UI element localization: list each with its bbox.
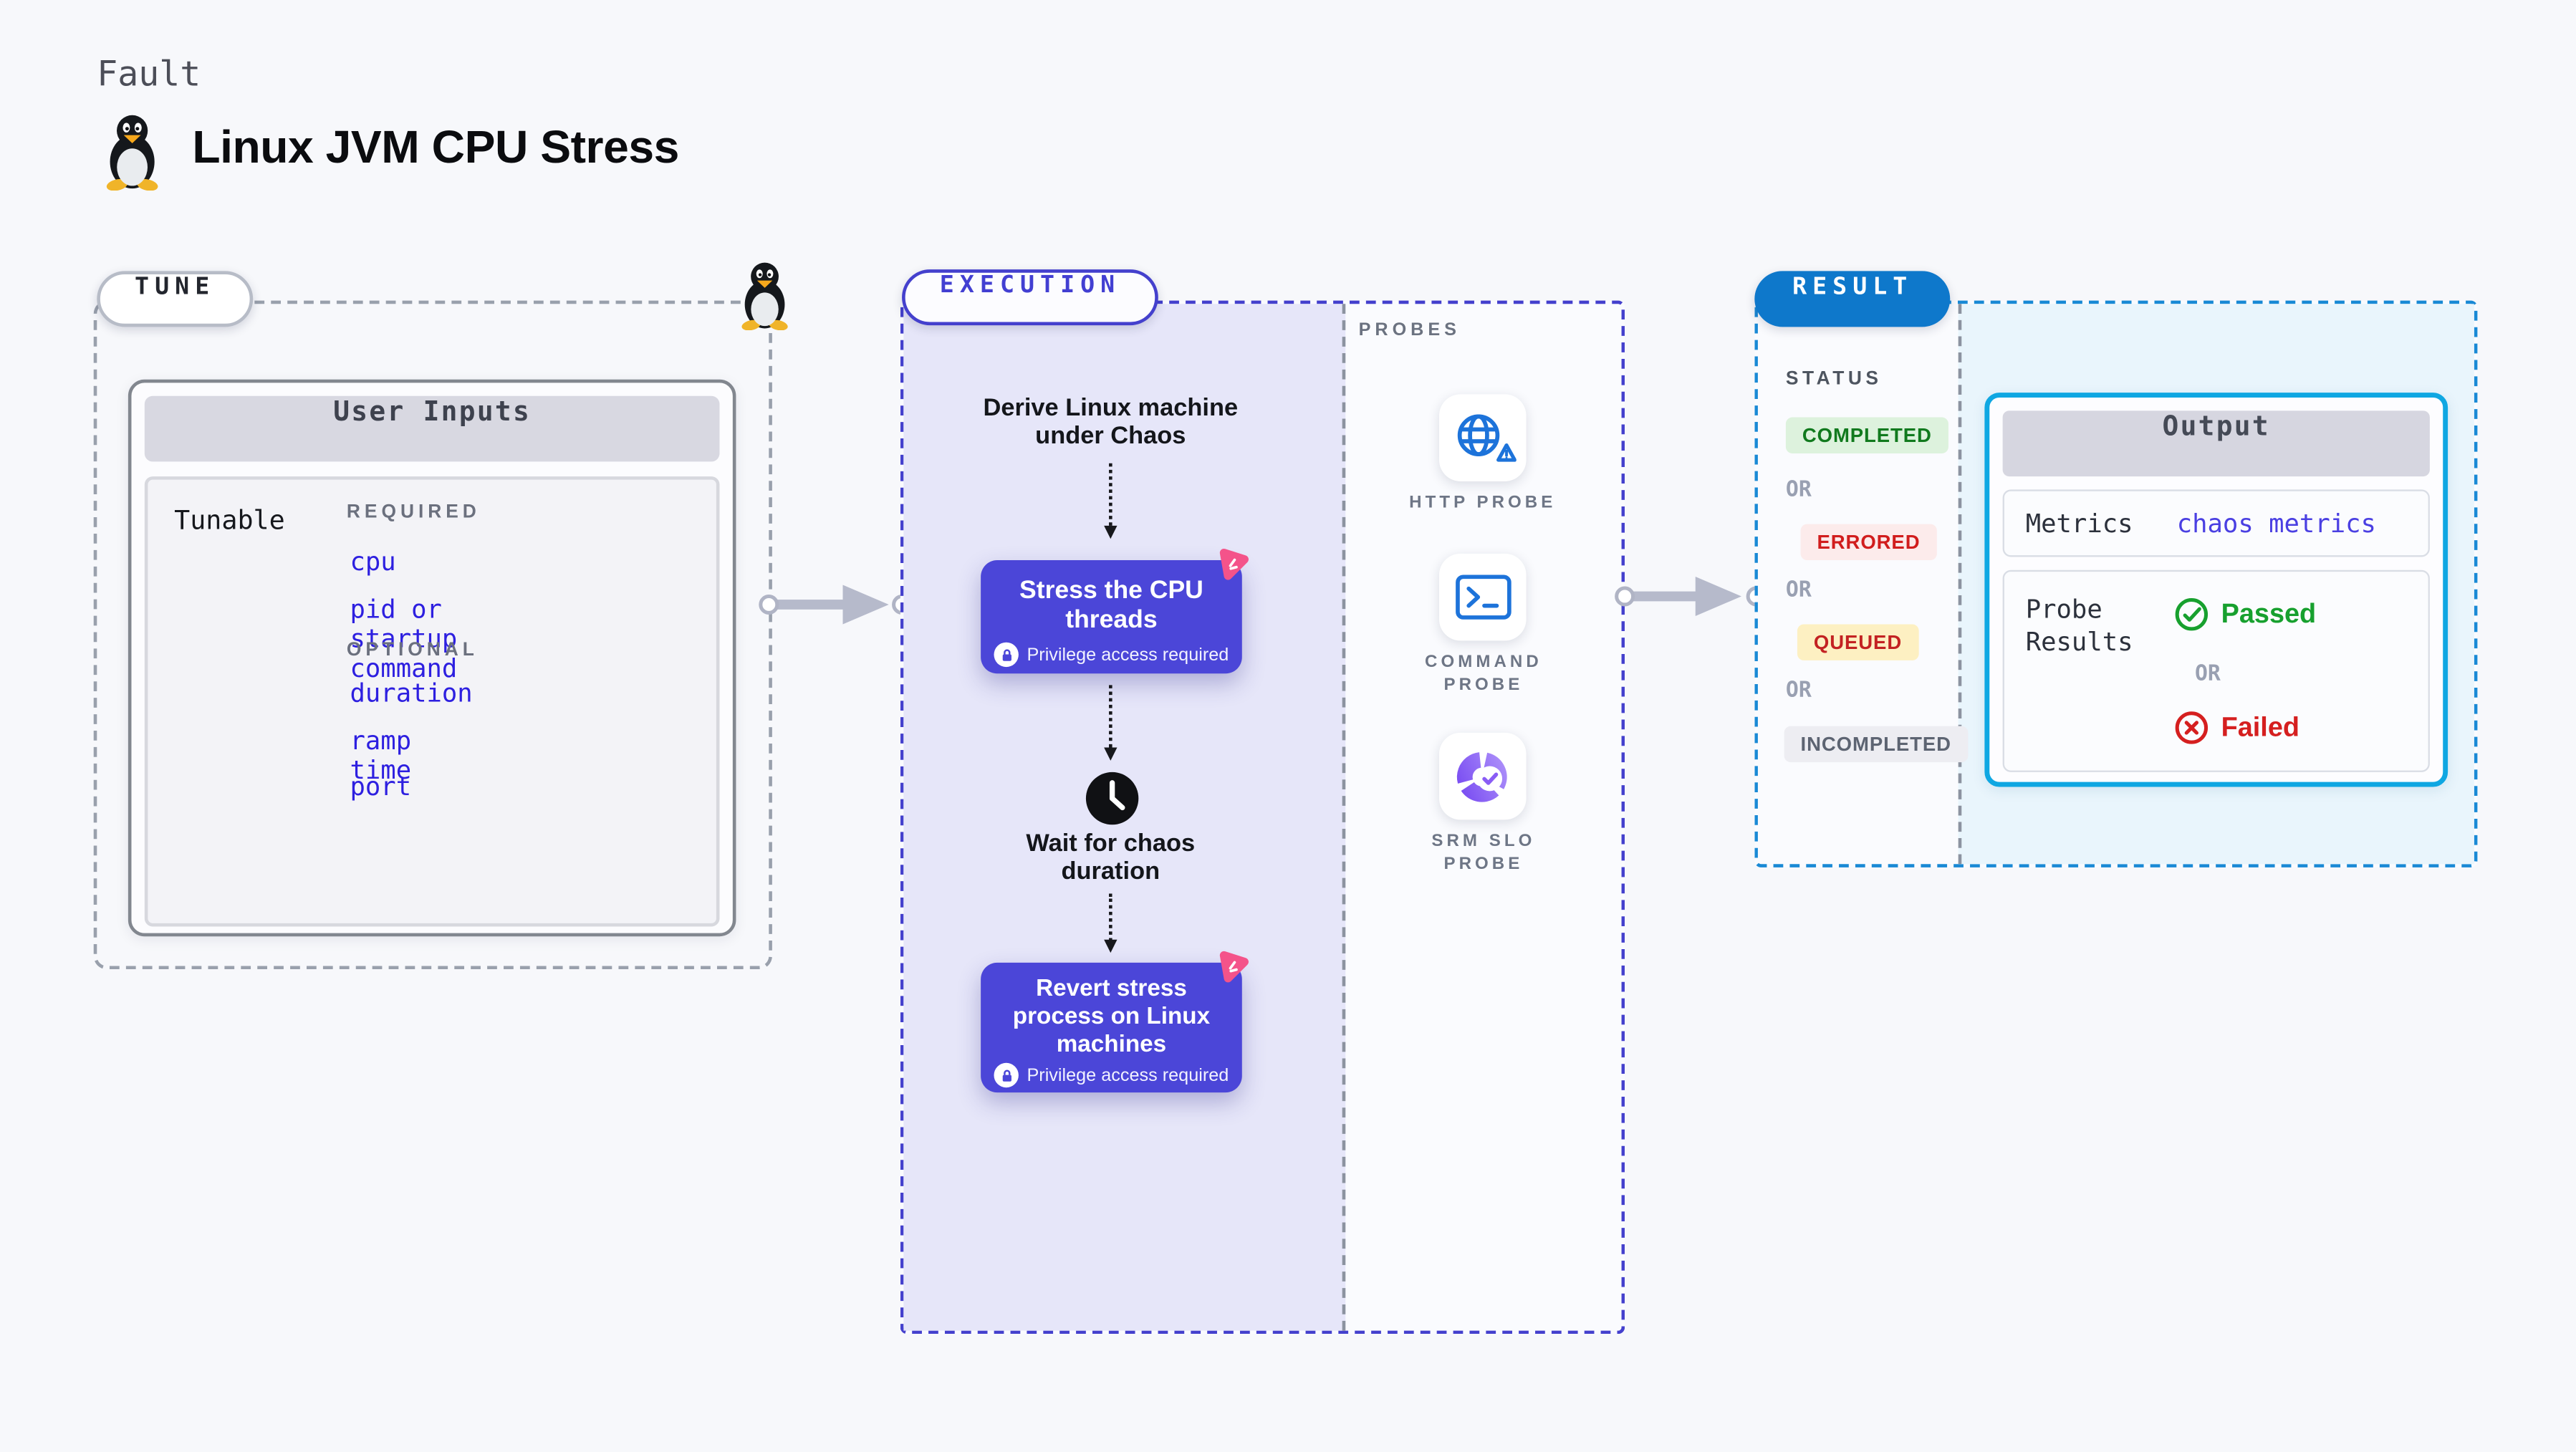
http-probe-label: HTTP PROBE: [1409, 493, 1557, 513]
page-title: Linux JVM CPU Stress: [192, 121, 679, 173]
param-link-cpu[interactable]: cpu: [350, 547, 396, 577]
command-probe-card[interactable]: [1438, 553, 1527, 641]
execution-section-label: EXECUTION: [902, 269, 1159, 326]
privilege-note: Privilege access required: [1027, 1065, 1229, 1085]
param-link-ramp-time[interactable]: ramp time: [350, 726, 412, 786]
x-circle-icon: [2175, 711, 2209, 744]
user-inputs-card: User Inputs Tunable REQUIRED cpu pid or …: [128, 379, 736, 937]
lock-icon: [994, 642, 1019, 668]
slo-donut-icon: [1456, 751, 1506, 802]
passed-label: Passed: [2221, 598, 2317, 629]
step-wait-duration: Wait for chaos duration: [1026, 830, 1196, 886]
probes-heading: PROBES: [1358, 320, 1461, 340]
probe-results-row: Probe Results Passed OR Failed: [2002, 569, 2430, 772]
globe-alert-icon: [1456, 413, 1516, 461]
privilege-note: Privilege access required: [1027, 645, 1229, 665]
command-probe-label: COMMAND PROBE: [1425, 652, 1542, 694]
failed-label: Failed: [2221, 712, 2299, 742]
linux-penguin-icon: [741, 262, 788, 330]
output-title: Output: [2002, 410, 2430, 477]
flow-arrow-tune-to-execution: [759, 585, 913, 625]
probe-failed-verdict: Failed: [2173, 710, 2299, 746]
chaos-fault-icon: [1219, 951, 1249, 983]
tune-section-label: TUNE: [97, 271, 253, 327]
metrics-label: Metrics: [2025, 509, 2133, 539]
optional-heading: OPTIONAL: [346, 640, 479, 660]
stress-cpu-action-node[interactable]: Stress the CPU threads Privilege access …: [981, 560, 1242, 674]
lock-icon: [994, 1062, 1019, 1088]
status-badge-incompleted: INCOMPLETED: [1784, 726, 1968, 763]
or-separator: OR: [1785, 478, 1812, 503]
status-heading: STATUS: [1785, 370, 1883, 390]
status-badge-completed: COMPLETED: [1785, 417, 1948, 453]
probe-passed-verdict: Passed: [2173, 596, 2316, 632]
step-derive-machine: Derive Linux machine under Chaos: [983, 394, 1239, 451]
status-badge-errored: ERRORED: [1800, 524, 1937, 561]
probe-results-label: Probe Results: [2025, 595, 2133, 658]
param-link-pid-or-startup-command[interactable]: pid or startup command: [350, 595, 458, 684]
status-badge-queued: QUEUED: [1797, 624, 1919, 660]
tunable-label: Tunable: [174, 504, 285, 536]
revert-stress-action-label: Revert stress process on Linux machines: [1012, 976, 1211, 1058]
revert-stress-action-node[interactable]: Revert stress process on Linux machines …: [981, 962, 1242, 1093]
down-arrow: [1102, 463, 1117, 539]
down-arrow: [1102, 685, 1117, 761]
terminal-icon: [1454, 574, 1511, 620]
or-separator: OR: [2194, 662, 2221, 687]
chaos-fault-icon: [1219, 548, 1249, 580]
result-section-label: RESULT: [1754, 271, 1951, 327]
output-card: Output Metrics chaos metrics Probe Resul…: [1984, 393, 2448, 787]
param-link-duration[interactable]: duration: [350, 678, 473, 708]
user-inputs-title: User Inputs: [144, 395, 720, 462]
down-arrow: [1102, 893, 1117, 953]
clock-icon: [1085, 771, 1139, 825]
srm-slo-probe-label: SRM SLO PROBE: [1431, 831, 1536, 873]
chaos-metrics-link[interactable]: chaos metrics: [2176, 509, 2376, 539]
flow-arrow-execution-to-result: [1615, 576, 1767, 617]
or-separator: OR: [1785, 578, 1812, 603]
tune-section-outline: [93, 300, 772, 970]
http-probe-card[interactable]: [1438, 394, 1527, 481]
required-heading: REQUIRED: [346, 502, 481, 523]
linux-penguin-icon: [106, 115, 158, 191]
metrics-row: Metrics chaos metrics: [2002, 489, 2430, 557]
or-separator: OR: [1785, 678, 1812, 703]
srm-slo-probe-card[interactable]: [1438, 732, 1527, 820]
check-circle-icon: [2175, 598, 2209, 631]
fault-eyebrow: Fault: [97, 54, 201, 94]
user-inputs-body: Tunable REQUIRED cpu pid or startup comm…: [144, 476, 720, 927]
param-link-port[interactable]: port: [350, 771, 412, 802]
stress-cpu-action-label: Stress the CPU threads: [1019, 576, 1203, 635]
